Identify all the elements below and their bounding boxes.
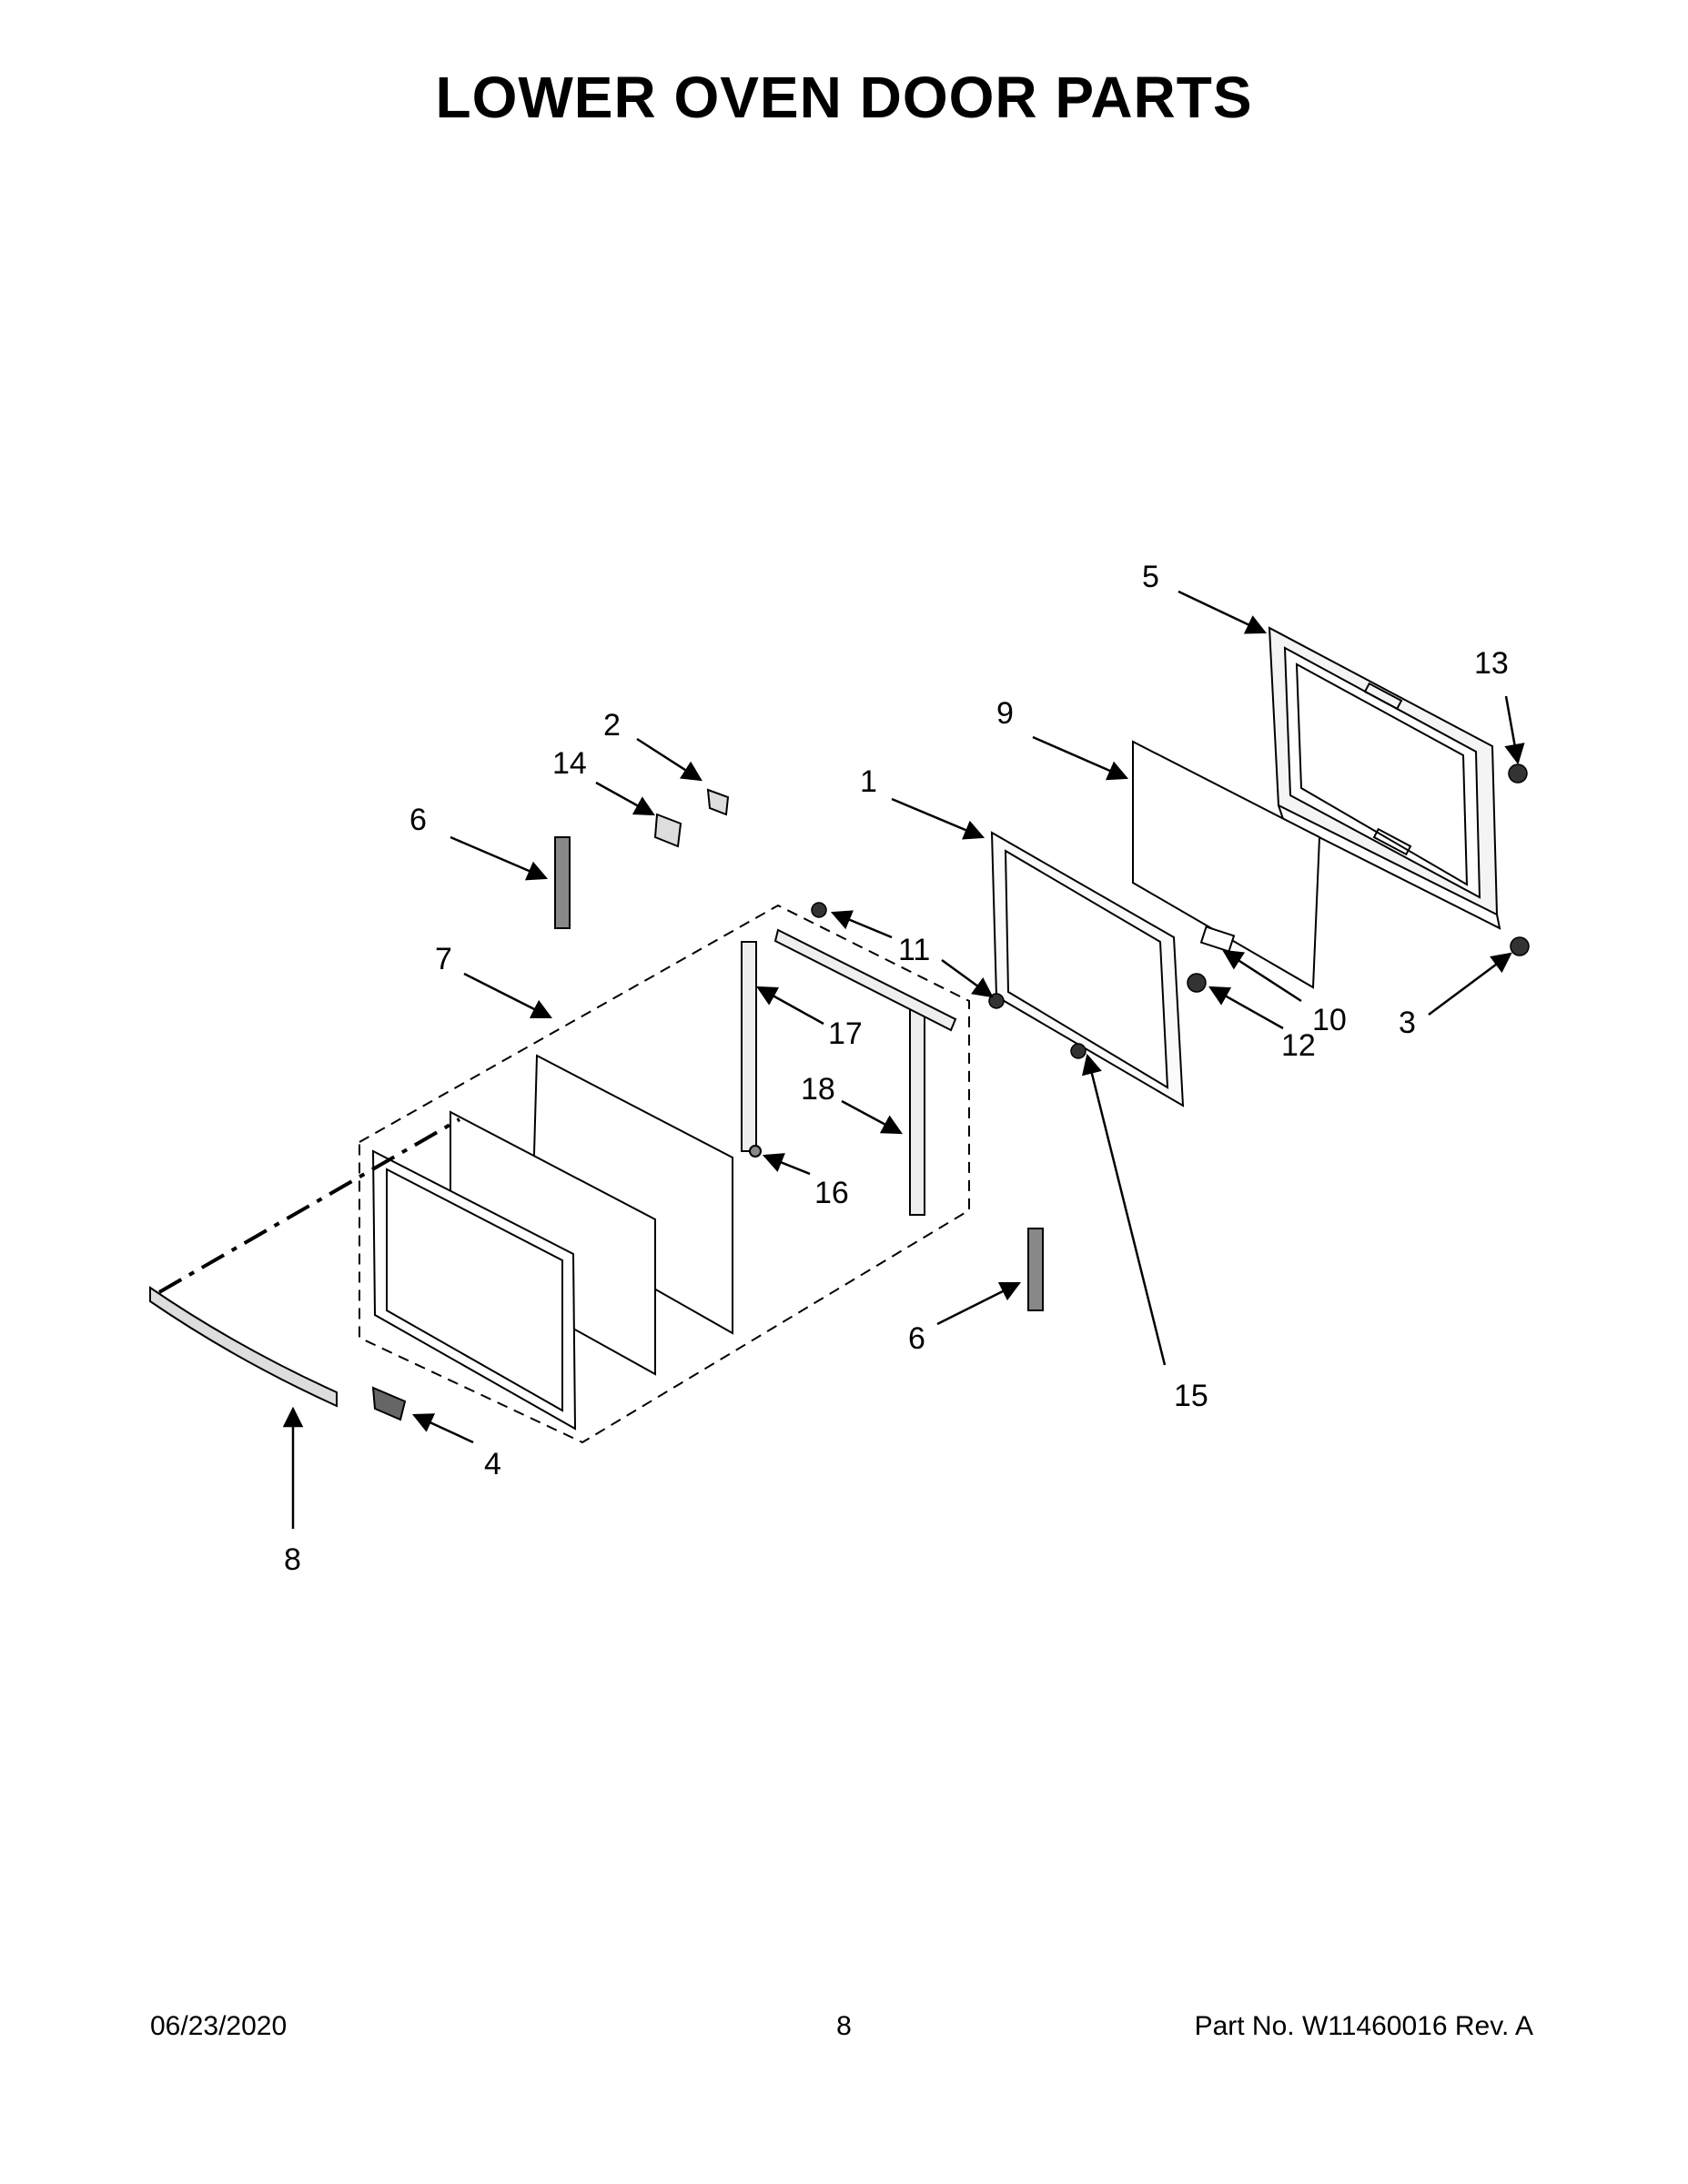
arrow-6a xyxy=(450,835,549,881)
arrow-1 xyxy=(891,797,986,840)
callout-12: 12 xyxy=(1281,1028,1316,1063)
callout-15: 15 xyxy=(1174,1379,1208,1413)
callout-13: 13 xyxy=(1474,646,1509,681)
part-8-handle xyxy=(149,1117,460,1408)
arrow-13 xyxy=(1504,695,1525,765)
arrow-16 xyxy=(762,1153,811,1176)
callout-11: 11 xyxy=(898,933,930,967)
part-2-clip xyxy=(706,788,730,816)
part-13-screw xyxy=(1508,763,1528,784)
footer-page-number: 8 xyxy=(836,2011,852,2041)
footer-part-number: Part No. W11460016 Rev. A xyxy=(1194,2011,1533,2041)
part-11-screw-a xyxy=(811,902,827,918)
top-rail xyxy=(773,928,957,1032)
arrow-6b xyxy=(936,1281,1022,1326)
arrow-17 xyxy=(756,986,824,1026)
part-6-hinge-left xyxy=(554,836,571,929)
part-7-assembly-outline xyxy=(359,904,970,1444)
callout-10: 10 xyxy=(1312,1003,1347,1037)
page-title: LOWER OVEN DOOR PARTS xyxy=(435,65,1253,130)
callout-4: 4 xyxy=(484,1447,501,1481)
callout-18: 18 xyxy=(801,1072,835,1107)
arrow-3 xyxy=(1428,952,1512,1016)
arrow-14 xyxy=(595,781,655,816)
part-14-clip xyxy=(653,813,682,848)
arrow-18 xyxy=(841,1099,903,1135)
callout-14: 14 xyxy=(552,746,587,781)
callout-5: 5 xyxy=(1142,560,1159,594)
arrow-11b xyxy=(941,958,994,998)
arrow-4 xyxy=(411,1413,474,1444)
callout-labels: 5 13 9 1 2 14 6 7 11 17 10 12 3 18 16 6 … xyxy=(284,560,1509,1577)
part-1-inner-frame xyxy=(990,831,1185,1107)
part-3-screw xyxy=(1510,936,1530,956)
arrow-9 xyxy=(1032,735,1129,781)
callout-6b: 6 xyxy=(908,1321,925,1356)
arrow-15 xyxy=(1081,1053,1167,1366)
arrow-12 xyxy=(1208,986,1284,1030)
arrow-5 xyxy=(1178,590,1268,634)
footer-date: 06/23/2020 xyxy=(150,2011,288,2041)
callout-1: 1 xyxy=(860,764,877,799)
callout-3: 3 xyxy=(1399,1006,1416,1040)
callout-8: 8 xyxy=(284,1542,301,1577)
callout-7: 7 xyxy=(435,942,452,976)
arrow-10 xyxy=(1222,949,1302,1003)
part-9-glass xyxy=(1132,740,1321,989)
part-10-bracket xyxy=(1199,925,1236,953)
arrow-7 xyxy=(463,972,553,1019)
part-4-bracket xyxy=(371,1386,407,1421)
leader-arrows xyxy=(282,590,1525,1529)
callout-9: 9 xyxy=(996,696,1014,731)
callout-6a: 6 xyxy=(409,803,427,837)
screws xyxy=(811,763,1530,1059)
callout-2: 2 xyxy=(603,708,621,743)
arrow-11a xyxy=(830,910,893,939)
part-6-hinge-right xyxy=(1027,1228,1044,1311)
part-17-side-rail xyxy=(741,941,757,1152)
part-12-screw xyxy=(1187,973,1207,993)
part-18-side-rail xyxy=(909,1009,925,1216)
callout-16: 16 xyxy=(814,1176,849,1210)
front-outer-glass xyxy=(371,1110,656,1431)
callout-17: 17 xyxy=(828,1016,863,1051)
part-15-screw xyxy=(1070,1043,1087,1059)
arrow-2 xyxy=(636,737,702,782)
part-5-rear-frame xyxy=(1268,626,1501,930)
